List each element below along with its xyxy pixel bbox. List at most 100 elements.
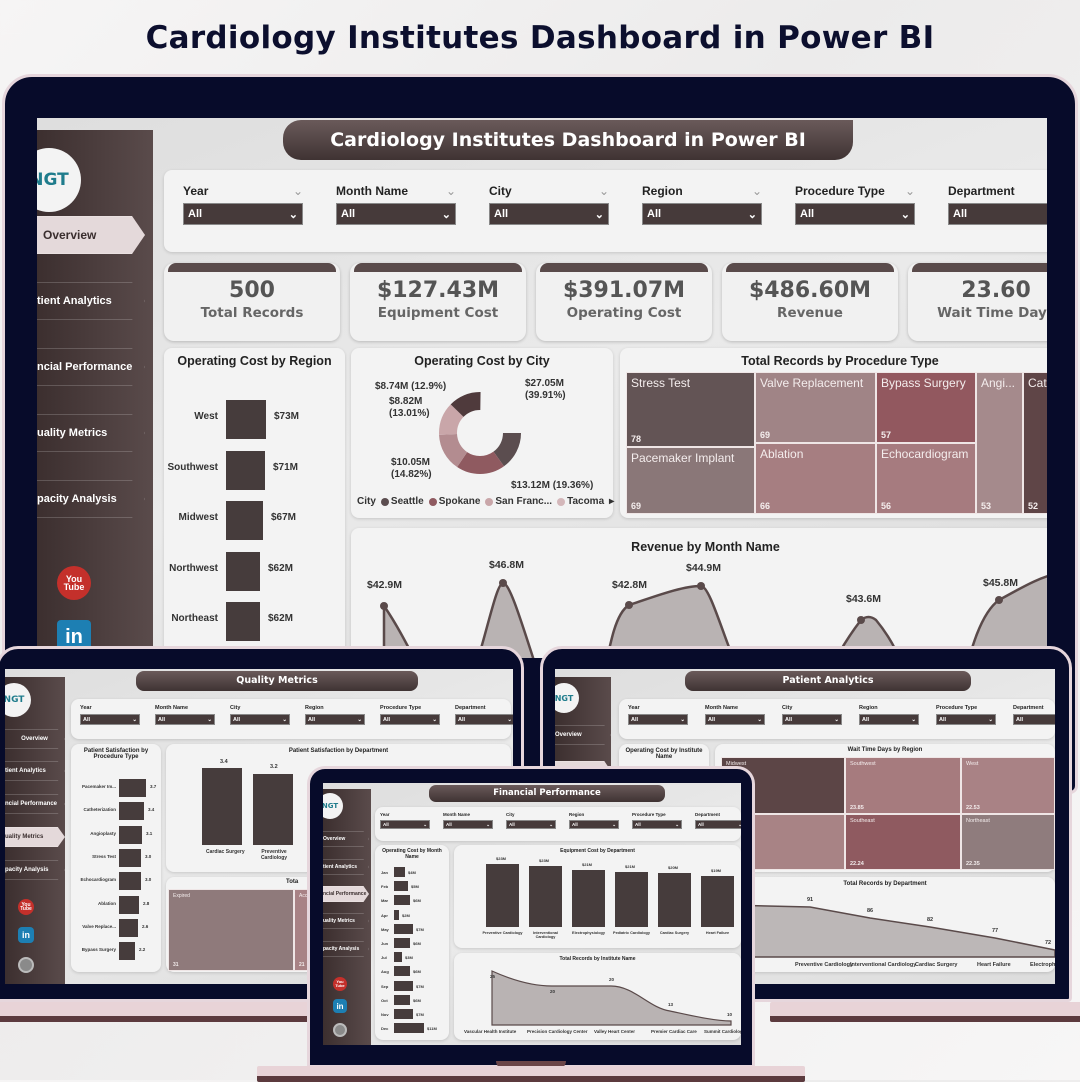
nav-quality-metrics[interactable]: uality Metrics: [323, 913, 369, 929]
filter-dropdown[interactable]: All⌄: [80, 714, 140, 725]
filter-dropdown[interactable]: All⌄: [948, 203, 1047, 225]
filter-month-name: Month Name All⌄: [155, 705, 215, 725]
bar[interactable]: [615, 872, 648, 927]
bar[interactable]: [394, 994, 410, 1005]
nav-capacity-analysis[interactable]: pacity Analysis: [5, 860, 65, 880]
treemap-cell[interactable]: Ablation 66: [755, 443, 876, 514]
region-bar[interactable]: [226, 602, 260, 641]
legend-item[interactable]: Tacoma: [557, 496, 604, 507]
bar[interactable]: [394, 966, 410, 977]
region-bar[interactable]: [226, 501, 263, 540]
bar[interactable]: [119, 779, 146, 797]
bar[interactable]: [658, 873, 691, 927]
treemap-cell[interactable]: Stress Test 78: [626, 372, 755, 447]
bar[interactable]: [394, 1009, 413, 1019]
bar[interactable]: [394, 952, 402, 963]
bar[interactable]: [119, 942, 135, 961]
bar[interactable]: [394, 923, 413, 934]
treemap-cell[interactable]: Cat 52: [1023, 372, 1047, 514]
bar[interactable]: [119, 848, 141, 867]
filter-dropdown[interactable]: All⌄: [443, 820, 493, 829]
filter-dropdown[interactable]: All⌄: [628, 714, 688, 725]
bar[interactable]: [394, 1023, 424, 1034]
treemap-cell[interactable]: Echocardiogram 56: [876, 443, 976, 514]
filter-dropdown[interactable]: All⌄: [642, 203, 762, 225]
nav-quality-metrics[interactable]: uality Metrics: [37, 414, 145, 452]
nav-overview[interactable]: Overview: [37, 216, 145, 254]
legend-item[interactable]: Spokane: [428, 496, 480, 507]
linkedin-icon[interactable]: in: [333, 999, 347, 1013]
filter-dropdown[interactable]: All⌄: [795, 203, 915, 225]
website-icon[interactable]: [18, 957, 34, 973]
filter-dropdown[interactable]: All⌄: [305, 714, 365, 725]
nav-patient-analytics[interactable]: tient Analytics: [5, 761, 65, 781]
nav-quality-metrics[interactable]: uality Metrics: [5, 827, 65, 847]
treemap-cell[interactable]: Pacemaker Implant 69: [626, 447, 755, 514]
nav-overview[interactable]: Overview: [323, 831, 369, 847]
nav-financial-performance[interactable]: ncial Performance: [5, 794, 65, 814]
svg-text:25: 25: [490, 974, 496, 979]
legend-item[interactable]: San Franc...: [485, 496, 552, 507]
filter-dropdown[interactable]: All⌄: [695, 820, 741, 829]
bar[interactable]: [572, 870, 605, 927]
bar[interactable]: [529, 866, 562, 927]
collapse-chevron-icon[interactable]: ⌄: [751, 184, 762, 198]
filter-dropdown[interactable]: All⌄: [380, 714, 440, 725]
legend-next-icon[interactable]: ▸: [609, 496, 615, 507]
region-bar[interactable]: [226, 551, 260, 591]
filter-dropdown[interactable]: All⌄: [569, 820, 619, 829]
filter-dropdown[interactable]: All⌄: [489, 203, 609, 225]
nav-financial-performance[interactable]: ncial Performance: [37, 348, 145, 386]
filter-dropdown[interactable]: All⌄: [859, 714, 919, 725]
collapse-chevron-icon[interactable]: ⌄: [904, 184, 915, 198]
nav-financial-performance[interactable]: ncial Performance: [323, 886, 369, 902]
filter-dropdown[interactable]: All⌄: [336, 203, 456, 225]
region-bar[interactable]: [226, 450, 265, 490]
filter-dropdown[interactable]: All⌄: [506, 820, 556, 829]
bar[interactable]: [119, 895, 139, 914]
region-bar[interactable]: [226, 400, 266, 439]
bar[interactable]: [119, 802, 144, 821]
filter-dropdown[interactable]: All⌄: [183, 203, 303, 225]
other-city-label: $8.74M (12.9%): [375, 381, 446, 392]
collapse-chevron-icon[interactable]: ⌄: [292, 184, 303, 198]
filter-dropdown[interactable]: All⌄: [230, 714, 290, 725]
bar[interactable]: [394, 895, 410, 906]
filter-dropdown[interactable]: All⌄: [380, 820, 430, 829]
bar[interactable]: [486, 864, 519, 927]
treemap-cell[interactable]: Valve Replacement 69: [755, 372, 876, 443]
bar[interactable]: [394, 980, 413, 991]
collapse-chevron-icon[interactable]: ⌄: [445, 184, 456, 198]
treemap-cell[interactable]: Angi... 53: [976, 372, 1023, 514]
bar[interactable]: [394, 909, 399, 920]
filter-dropdown[interactable]: All⌄: [455, 714, 513, 725]
collapse-chevron-icon[interactable]: ⌄: [598, 184, 609, 198]
nav-overview[interactable]: Overview: [555, 725, 611, 745]
bar[interactable]: [701, 876, 734, 927]
filter-dropdown[interactable]: All⌄: [155, 714, 215, 725]
nav-capacity-analysis[interactable]: pacity Analysis: [323, 941, 369, 957]
bar[interactable]: [119, 872, 141, 891]
filter-dropdown[interactable]: All⌄: [936, 714, 996, 725]
legend-item[interactable]: Seattle: [380, 496, 424, 507]
nav-capacity-analysis[interactable]: pacity Analysis: [37, 480, 145, 518]
bar[interactable]: [119, 825, 142, 844]
nav-patient-analytics[interactable]: tient Analytics: [37, 282, 145, 320]
filter-dropdown[interactable]: All⌄: [705, 714, 765, 725]
filter-dropdown[interactable]: All⌄: [632, 820, 682, 829]
bar[interactable]: [394, 881, 408, 892]
nav-overview[interactable]: Overview: [5, 729, 65, 749]
website-icon[interactable]: [333, 1023, 347, 1037]
treemap-cell[interactable]: Bypass Surgery 57: [876, 372, 976, 443]
filter-dropdown[interactable]: All⌄: [1013, 714, 1055, 725]
linkedin-icon[interactable]: in: [18, 927, 34, 943]
bar[interactable]: [394, 867, 405, 877]
bar[interactable]: [394, 938, 410, 948]
nav-patient-analytics[interactable]: tient Analytics: [323, 859, 369, 875]
bar[interactable]: [119, 918, 138, 937]
filter-dropdown[interactable]: All⌄: [782, 714, 842, 725]
